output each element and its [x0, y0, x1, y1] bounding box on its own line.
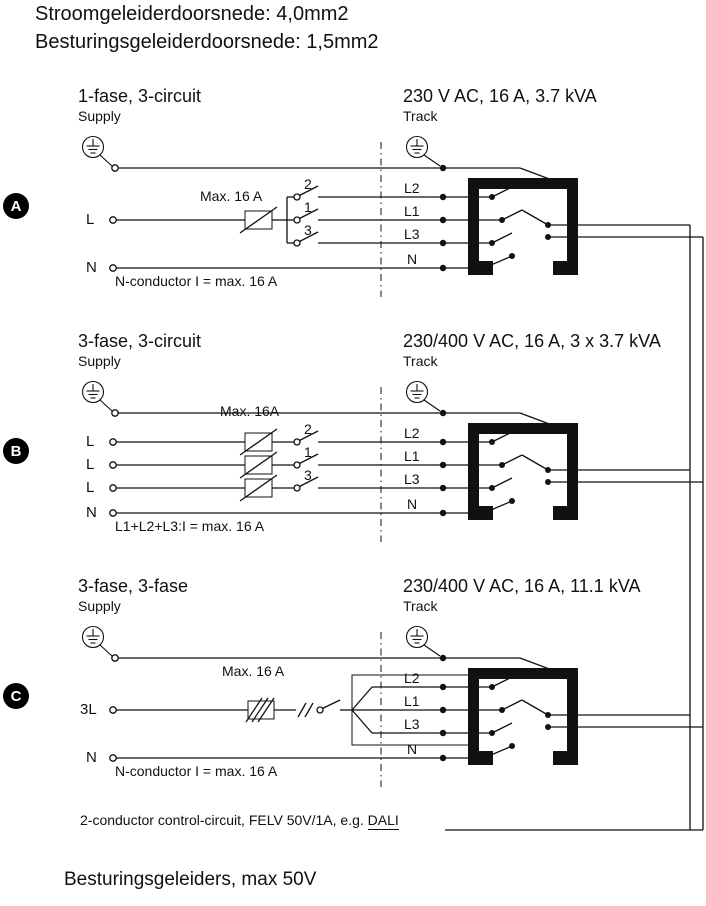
section-a-track-label: Track [403, 108, 438, 124]
track-connector-icon [443, 178, 578, 275]
section-c-track-label: Track [403, 598, 438, 614]
section-c-supply-label: Supply [78, 598, 121, 614]
section-b-conductor-l: L [86, 456, 95, 473]
section-a-title-right: 230 V AC, 16 A, 3.7 kVA [403, 86, 597, 106]
section-a-note: N-conductor I = max. 16 A [115, 273, 278, 289]
track-connector-icon [443, 423, 578, 520]
section-c-terminal-l2: L2 [404, 670, 420, 686]
section-a-terminal-l1: L1 [404, 203, 420, 219]
section-a-switch-number: 1 [304, 199, 312, 215]
control-bus-lines [445, 225, 704, 831]
earth-ground-icon [405, 135, 441, 167]
earth-ground-icon [81, 380, 113, 412]
section-c-title-right: 230/400 V AC, 16 A, 11.1 kVA [403, 576, 641, 596]
section-c-note: N-conductor I = max. 16 A [115, 763, 278, 779]
fuse-icon [245, 697, 275, 723]
section-badge-a: A [3, 193, 29, 219]
dali-label: DALI [367, 812, 399, 830]
switch-icon [293, 430, 319, 446]
switch-icon [293, 453, 319, 469]
section-b-switch-number: 2 [304, 421, 312, 437]
section-a-switch-number: 3 [304, 222, 312, 238]
section-b-track-label: Track [403, 353, 438, 369]
section-b-terminal-l2: L2 [404, 425, 420, 441]
switch-icon [316, 699, 341, 714]
section-badge-b: B [3, 438, 29, 464]
section-a-switch-number: 2 [304, 176, 312, 192]
section-b-switch-number: 1 [304, 444, 312, 460]
section-c-terminal-l1: L1 [404, 693, 420, 709]
section-badge-c: C [3, 683, 29, 709]
section-a-title-left: 1-fase, 3-circuit [78, 86, 202, 106]
track-connector-icon [443, 668, 578, 765]
section-b-conductor-l: L [86, 479, 95, 496]
section-a-conductor-l: L [86, 211, 95, 228]
section-a-terminal-l2: L2 [404, 180, 420, 196]
control-circuit-text: 2-conductor control-circuit, FELV 50V/1A… [80, 812, 368, 828]
section-b-conductor-n: N [86, 504, 97, 521]
switch-icon [293, 231, 319, 247]
section-b-switch-number: 3 [304, 467, 312, 483]
section-a-fuse-label: Max. 16 A [200, 188, 263, 204]
section-b-title-right: 230/400 V AC, 16 A, 3 x 3.7 kVA [403, 331, 661, 351]
fuse-icon [239, 474, 278, 502]
section-b-fuse-label: Max. 16A [220, 403, 280, 419]
earth-ground-icon [81, 135, 113, 167]
earth-ground-icon [405, 625, 441, 657]
section-c-title-left: 3-fase, 3-fase [78, 576, 189, 596]
bottom-caption: Besturingsgeleiders, max 50V [64, 869, 317, 890]
earth-ground-icon [81, 625, 113, 657]
section-c-conductor-n: N [86, 749, 97, 766]
section-b-supply-label: Supply [78, 353, 121, 369]
fuse-icon [239, 428, 278, 456]
switch-icon [293, 208, 319, 224]
section-c-terminal-l3: L3 [404, 716, 420, 732]
section-a-terminal-l3: L3 [404, 226, 420, 242]
section-c-conductor-3l: 3L [80, 701, 97, 718]
page-title-line1: Stroomgeleiderdoorsnede: 4,0mm2 [35, 3, 349, 25]
multi-conductor-mark-icon [297, 702, 314, 718]
section-c-lines [81, 625, 703, 787]
section-c-terminal-n: N [407, 741, 418, 757]
page-title-line2: Besturingsgeleiderdoorsnede: 1,5mm2 [35, 31, 379, 53]
section-b-terminal-l1: L1 [404, 448, 420, 464]
section-a-lines [81, 135, 703, 297]
switch-icon [293, 185, 319, 201]
section-c-fuse-label: Max. 16 A [222, 663, 285, 679]
section-a-terminal-n: N [407, 251, 418, 267]
fuse-icon [239, 451, 278, 479]
section-b-terminal-l3: L3 [404, 471, 420, 487]
section-b-terminal-n: N [407, 496, 418, 512]
section-b-conductor-l: L [86, 433, 95, 450]
section-a-conductor-n: N [86, 259, 97, 276]
switch-icon [293, 476, 319, 492]
section-b-title-left: 3-fase, 3-circuit [78, 331, 202, 351]
section-b-note: L1+L2+L3:I = max. 16 A [115, 518, 265, 534]
control-circuit-note: 2-conductor control-circuit, FELV 50V/1A… [80, 812, 399, 830]
fuse-icon [239, 206, 278, 234]
section-a-supply-label: Supply [78, 108, 121, 124]
earth-ground-icon [405, 380, 441, 412]
section-b-lines [81, 380, 703, 542]
